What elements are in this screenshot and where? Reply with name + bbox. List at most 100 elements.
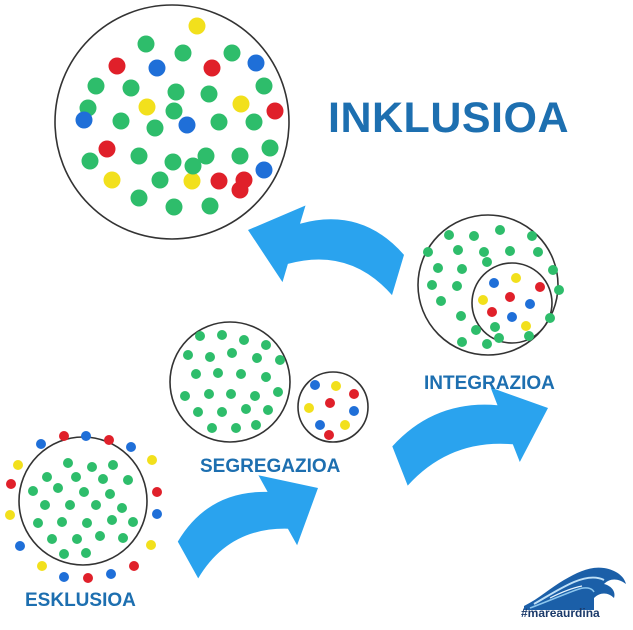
- inklusioa-dot-green: [130, 147, 148, 165]
- segregazioa-small-dot-blue: [315, 420, 325, 430]
- integrazioa-inner-dot-yellow: [511, 273, 521, 283]
- segregazioa-small-dot-yellow: [304, 403, 314, 413]
- esklusioa-outside-dot-blue: [81, 431, 91, 441]
- segregazioa-small-dot-blue: [310, 380, 320, 390]
- esklusioa-dot-green: [117, 503, 127, 513]
- inklusioa-dot-green: [122, 79, 140, 97]
- inklusioa-dot-yellow: [138, 98, 156, 116]
- inklusioa-dot-yellow: [183, 172, 201, 190]
- inklusioa-dot-red: [98, 140, 116, 158]
- segregazioa-small-dot-red: [324, 430, 334, 440]
- esklusioa-outside-dot-blue: [152, 509, 162, 519]
- inklusioa-dot-red: [231, 181, 249, 199]
- segregazioa-dot-green: [263, 405, 273, 415]
- segregazioa-dot-green: [204, 389, 214, 399]
- segregazioa-dot-green: [241, 404, 251, 414]
- integrazioa-dot-green: [444, 230, 454, 240]
- segregazioa-small-dot-red: [349, 389, 359, 399]
- esklusioa-outside-dot-yellow: [37, 561, 47, 571]
- label-esklusioa: ESKLUSIOA: [25, 590, 136, 611]
- inklusioa-dot-green: [174, 44, 192, 62]
- inklusioa-dot-green: [197, 147, 215, 165]
- inklusioa-dot-green: [255, 77, 273, 95]
- segregazioa-dot-green: [261, 372, 271, 382]
- segregazioa-dot-green: [183, 350, 193, 360]
- integrazioa-dot-green: [457, 337, 467, 347]
- inklusioa-dot-yellow: [232, 95, 250, 113]
- esklusioa-outside-dot-blue: [15, 541, 25, 551]
- inklusioa-dot-green: [81, 152, 99, 170]
- label-inklusioa: INKLUSIOA: [328, 94, 569, 142]
- inklusioa-dot-green: [210, 113, 228, 131]
- segregazioa-dot-green: [217, 407, 227, 417]
- inklusioa-dot-green: [231, 147, 249, 165]
- inklusioa-dot-yellow: [103, 171, 121, 189]
- inklusioa-dot-green: [137, 35, 155, 53]
- segregazioa-dot-green: [236, 369, 246, 379]
- inklusioa-dot-blue: [247, 54, 265, 72]
- esklusioa-dot-green: [123, 475, 133, 485]
- integrazioa-inner-dot-red: [535, 282, 545, 292]
- esklusioa-dot-green: [40, 500, 50, 510]
- segregazioa-dot-green: [251, 420, 261, 430]
- integrazioa-dot-green: [505, 246, 515, 256]
- integrazioa-dot-green: [453, 245, 463, 255]
- segregazioa-dot-green: [180, 391, 190, 401]
- esklusioa-outside-dot-blue: [126, 442, 136, 452]
- inklusioa-dot-green: [165, 198, 183, 216]
- inklusioa-dot-green: [223, 44, 241, 62]
- esklusioa-dot-green: [33, 518, 43, 528]
- integrazioa-inner-dot-red: [505, 292, 515, 302]
- arrow-integrazioa-to-inklusioa: [248, 205, 404, 296]
- inklusioa-dot-green: [87, 77, 105, 95]
- inklusioa-dot-blue: [178, 116, 196, 134]
- integrazioa-inner-dot-red: [487, 307, 497, 317]
- integrazioa-dot-green: [495, 225, 505, 235]
- segregazioa-dot-green: [275, 355, 285, 365]
- inklusioa-dot-green: [130, 189, 148, 207]
- inklusioa-dot-green: [165, 102, 183, 120]
- inklusioa-dot-blue: [75, 111, 93, 129]
- esklusioa-dot-green: [71, 472, 81, 482]
- esklusioa-dot-green: [98, 474, 108, 484]
- label-segregazioa: SEGREGAZIOA: [200, 456, 341, 477]
- integrazioa-inner-dot-green: [490, 322, 500, 332]
- integrazioa-dot-green: [433, 263, 443, 273]
- integrazioa-dot-green: [554, 285, 564, 295]
- segregazioa-dot-green: [273, 387, 283, 397]
- esklusioa-outside-dot-red: [152, 487, 162, 497]
- arrow-segregazioa-to-integrazioa: [392, 387, 548, 486]
- esklusioa-dot-green: [79, 487, 89, 497]
- segregazioa-dot-green: [252, 353, 262, 363]
- segregazioa-small-dot-red: [325, 398, 335, 408]
- esklusioa-dot-green: [65, 500, 75, 510]
- esklusioa-dot-green: [72, 534, 82, 544]
- inklusioa-dot-blue: [148, 59, 166, 77]
- esklusioa-dot-green: [42, 472, 52, 482]
- brand-hashtag: #mareaurdina: [521, 606, 600, 620]
- integrazioa-dot-green: [494, 333, 504, 343]
- integrazioa-dot-green: [548, 265, 558, 275]
- integrazioa-dot-green: [469, 231, 479, 241]
- inklusioa-dot-green: [184, 157, 202, 175]
- segregazioa-dot-green: [195, 331, 205, 341]
- inklusioa-dot-red: [108, 57, 126, 75]
- integrazioa-dot-green: [524, 331, 534, 341]
- esklusioa-dot-green: [63, 458, 73, 468]
- inklusioa-dot-green: [245, 113, 263, 131]
- esklusioa-dot-green: [118, 533, 128, 543]
- integrazioa-dot-green: [457, 264, 467, 274]
- esklusioa-dot-green: [105, 489, 115, 499]
- segregazioa-dot-green: [213, 368, 223, 378]
- esklusioa-outside-dot-blue: [106, 569, 116, 579]
- esklusioa-outside-dot-yellow: [5, 510, 15, 520]
- arrow-esklusioa-to-segregazioa: [177, 475, 318, 579]
- inklusioa-dot-red: [210, 172, 228, 190]
- esklusioa-outside-dot-yellow: [146, 540, 156, 550]
- segregazioa-dot-green: [226, 389, 236, 399]
- esklusioa-circle: [18, 436, 148, 566]
- integrazioa-inner-dot-yellow: [478, 295, 488, 305]
- esklusioa-dot-green: [47, 534, 57, 544]
